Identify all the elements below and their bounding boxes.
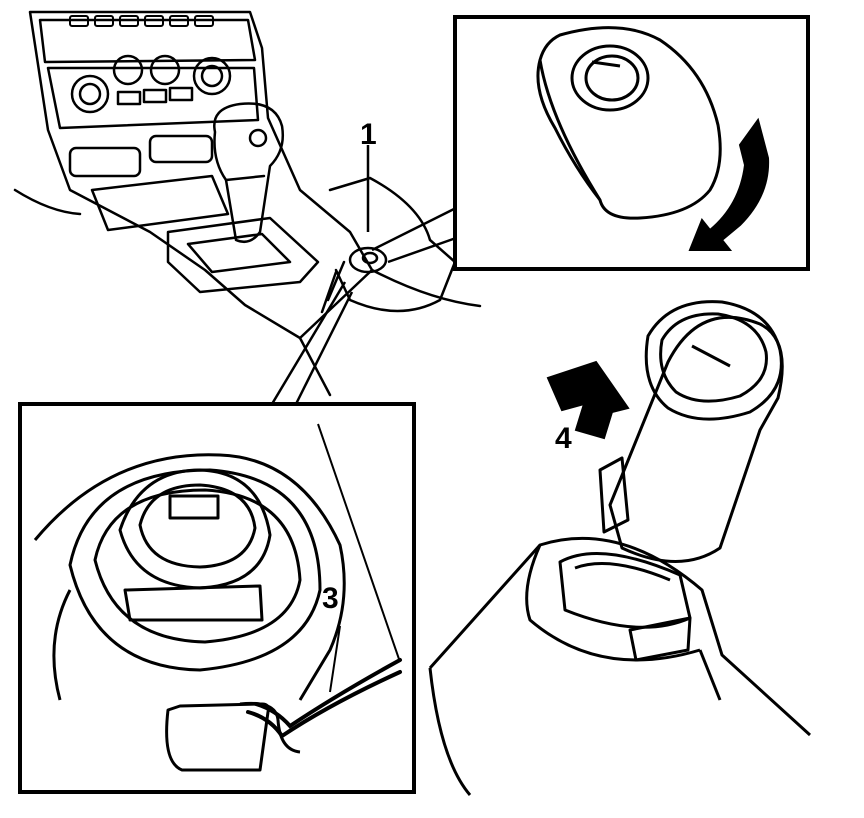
shift-gate [166,216,320,294]
leader-lines [270,145,457,405]
inset-cap-rotation [453,15,810,271]
lock-housing [428,536,812,737]
dashboard-outline [28,10,374,340]
preset-buttons [69,15,214,27]
inset-lock-detail [18,402,416,794]
callout-4: 4 [555,422,572,455]
console-view [13,10,482,397]
rotate-arrow-icon [688,117,770,251]
lock-cylinder-removed [608,315,784,563]
up-arrow-icon [546,360,630,440]
callout-3: 3 [322,582,339,615]
callout-1: 1 [360,118,377,151]
climate-knobs [70,54,232,114]
cylinder-extraction-view [428,300,812,796]
gear-knob [213,102,284,243]
console-lock [348,246,388,274]
lock-cylinder [118,468,272,590]
cable [246,658,402,739]
lock-cap [536,26,722,220]
